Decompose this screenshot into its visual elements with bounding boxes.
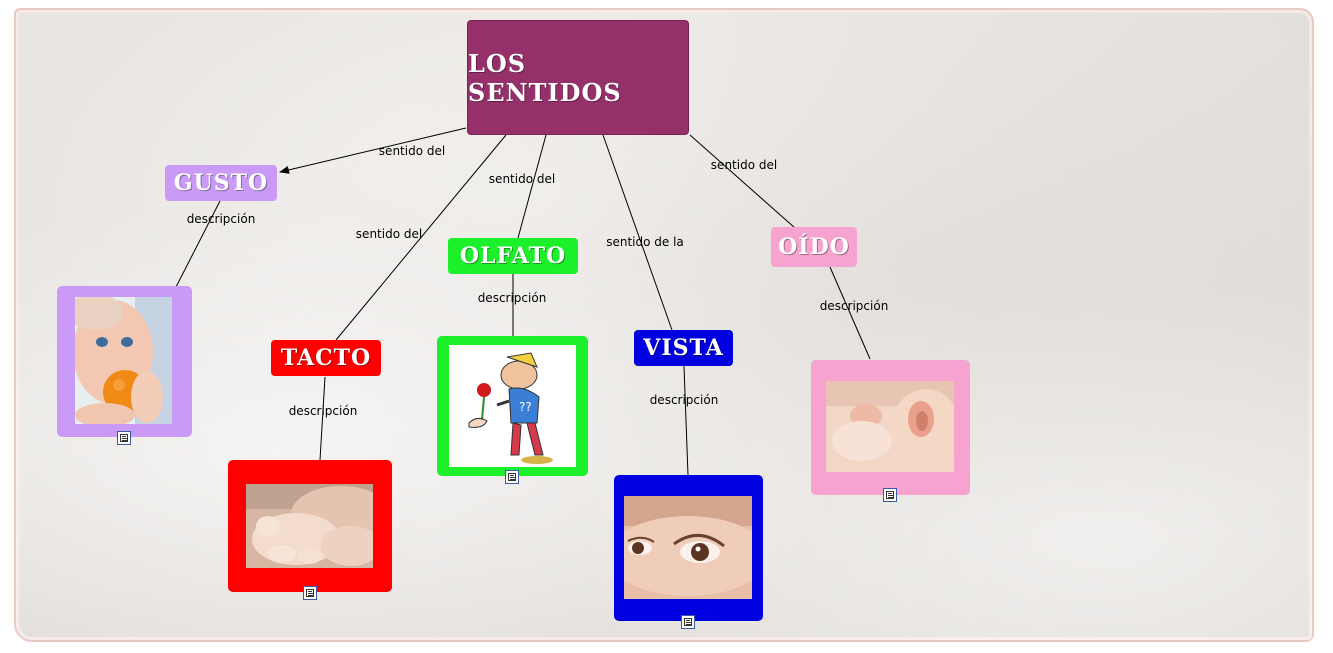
link-root-vista	[602, 134, 673, 331]
concept-tacto-label: TACTO	[280, 345, 372, 371]
clown-shirt-mark: ??	[519, 400, 532, 414]
concept-oido[interactable]: OÍDO	[771, 227, 857, 267]
baby-hands-photo	[246, 484, 373, 568]
link-root-gusto	[279, 127, 467, 174]
concept-gusto[interactable]: GUSTO	[165, 165, 277, 201]
document-resource-icon[interactable]	[505, 470, 519, 484]
link-label-oido: sentido del	[710, 158, 778, 172]
baby-eyes-photo	[624, 496, 752, 599]
link-label-tacto: sentido del	[355, 227, 423, 241]
baby-ear-photo	[826, 381, 954, 472]
link-oido-image	[829, 266, 871, 360]
link-label-vista: sentido de la	[606, 235, 684, 249]
link-vista-image	[683, 365, 689, 476]
image-frame-tacto[interactable]	[228, 460, 392, 592]
link-label-olfato: sentido del	[488, 172, 556, 186]
link-label-descripcion-olfato: descripción	[477, 291, 547, 305]
link-tacto-image	[319, 376, 326, 461]
root-concept[interactable]: LOS SENTIDOS	[467, 20, 689, 135]
link-label-descripcion-oido: descripción	[819, 299, 889, 313]
link-label-descripcion-gusto: descripción	[186, 212, 256, 226]
link-root-tacto	[335, 134, 507, 341]
link-root-oido	[689, 134, 796, 229]
link-label-descripcion-tacto: descripción	[288, 404, 358, 418]
document-resource-icon[interactable]	[303, 586, 317, 600]
document-resource-icon[interactable]	[681, 615, 695, 629]
document-resource-icon[interactable]	[117, 431, 131, 445]
concept-olfato-label: OLFATO	[459, 243, 567, 269]
image-frame-olfato[interactable]: ??	[437, 336, 588, 476]
clown-smelling-rose-drawing: ??	[449, 345, 576, 467]
concept-gusto-label: GUSTO	[173, 170, 269, 196]
image-frame-gusto[interactable]	[57, 286, 192, 437]
baby-eating-orange-photo	[75, 297, 172, 424]
image-frame-vista[interactable]	[614, 475, 763, 621]
image-frame-oido[interactable]	[811, 360, 970, 495]
concept-oido-label: OÍDO	[778, 234, 850, 260]
concept-tacto[interactable]: TACTO	[271, 340, 381, 376]
document-resource-icon[interactable]	[883, 488, 897, 502]
link-gusto-image	[175, 200, 221, 288]
concept-vista-label: VISTA	[643, 335, 724, 361]
concept-vista[interactable]: VISTA	[634, 330, 733, 366]
concept-olfato[interactable]: OLFATO	[448, 238, 578, 274]
link-label-gusto: sentido del	[378, 144, 446, 158]
root-concept-label: LOS SENTIDOS	[468, 48, 622, 107]
link-label-descripcion-vista: descripción	[649, 393, 719, 407]
link-root-olfato	[517, 134, 547, 239]
